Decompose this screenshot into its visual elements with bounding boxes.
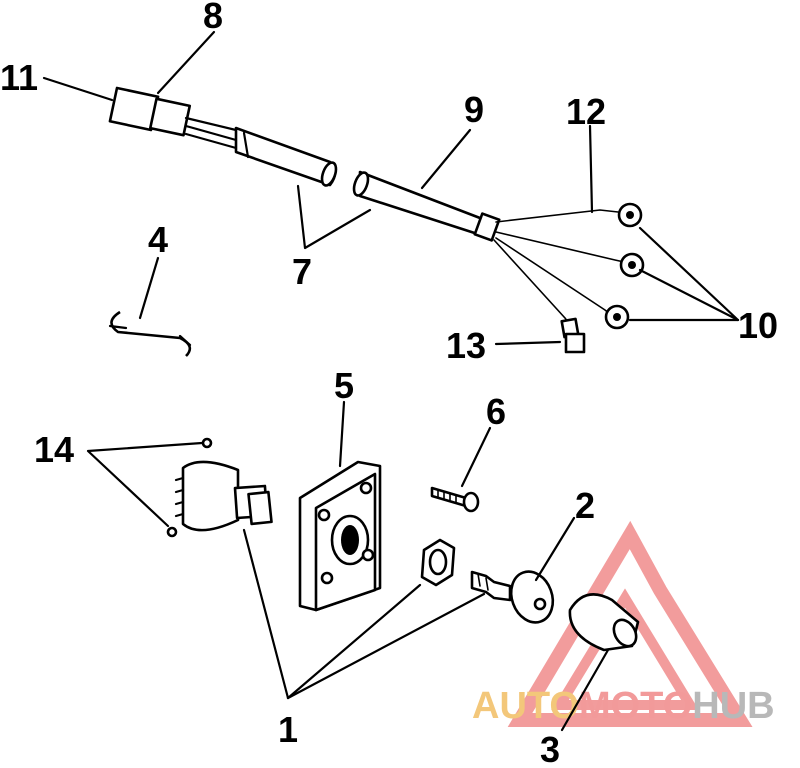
ignition-switch (166, 437, 273, 538)
callout-13: 13 (446, 325, 486, 366)
callout-5: 5 (334, 365, 354, 406)
callout-6: 6 (486, 391, 506, 432)
callout-14: 14 (34, 429, 74, 470)
retaining-clip (108, 310, 192, 357)
callout-8: 8 (203, 0, 223, 36)
screw (430, 486, 480, 513)
callout-12: 12 (566, 91, 606, 132)
callout-10: 10 (738, 305, 778, 346)
hex-nut (420, 538, 456, 587)
harness-connector-left (108, 86, 338, 187)
svg-text:AUTOMOTOHUB: AUTOMOTOHUB (472, 685, 775, 727)
harness-right (352, 170, 645, 354)
callout-labels: 1 2 3 4 5 6 7 8 9 10 11 12 13 14 (0, 0, 778, 768)
callout-1: 1 (278, 709, 298, 750)
ignition-key (470, 570, 555, 624)
leader-lines (42, 30, 740, 732)
watermark-text-auto: AUTO (472, 685, 579, 727)
callout-9: 9 (464, 89, 484, 130)
watermark-text-moto: MOTO (579, 685, 692, 727)
callout-11: 11 (0, 57, 38, 98)
mounting-plate (298, 460, 382, 612)
callout-4: 4 (148, 219, 168, 260)
callout-3: 3 (540, 729, 560, 768)
key-cap (568, 593, 640, 652)
callout-2: 2 (575, 485, 595, 526)
watermark-text-hub: HUB (692, 685, 774, 727)
callout-7: 7 (292, 251, 312, 292)
